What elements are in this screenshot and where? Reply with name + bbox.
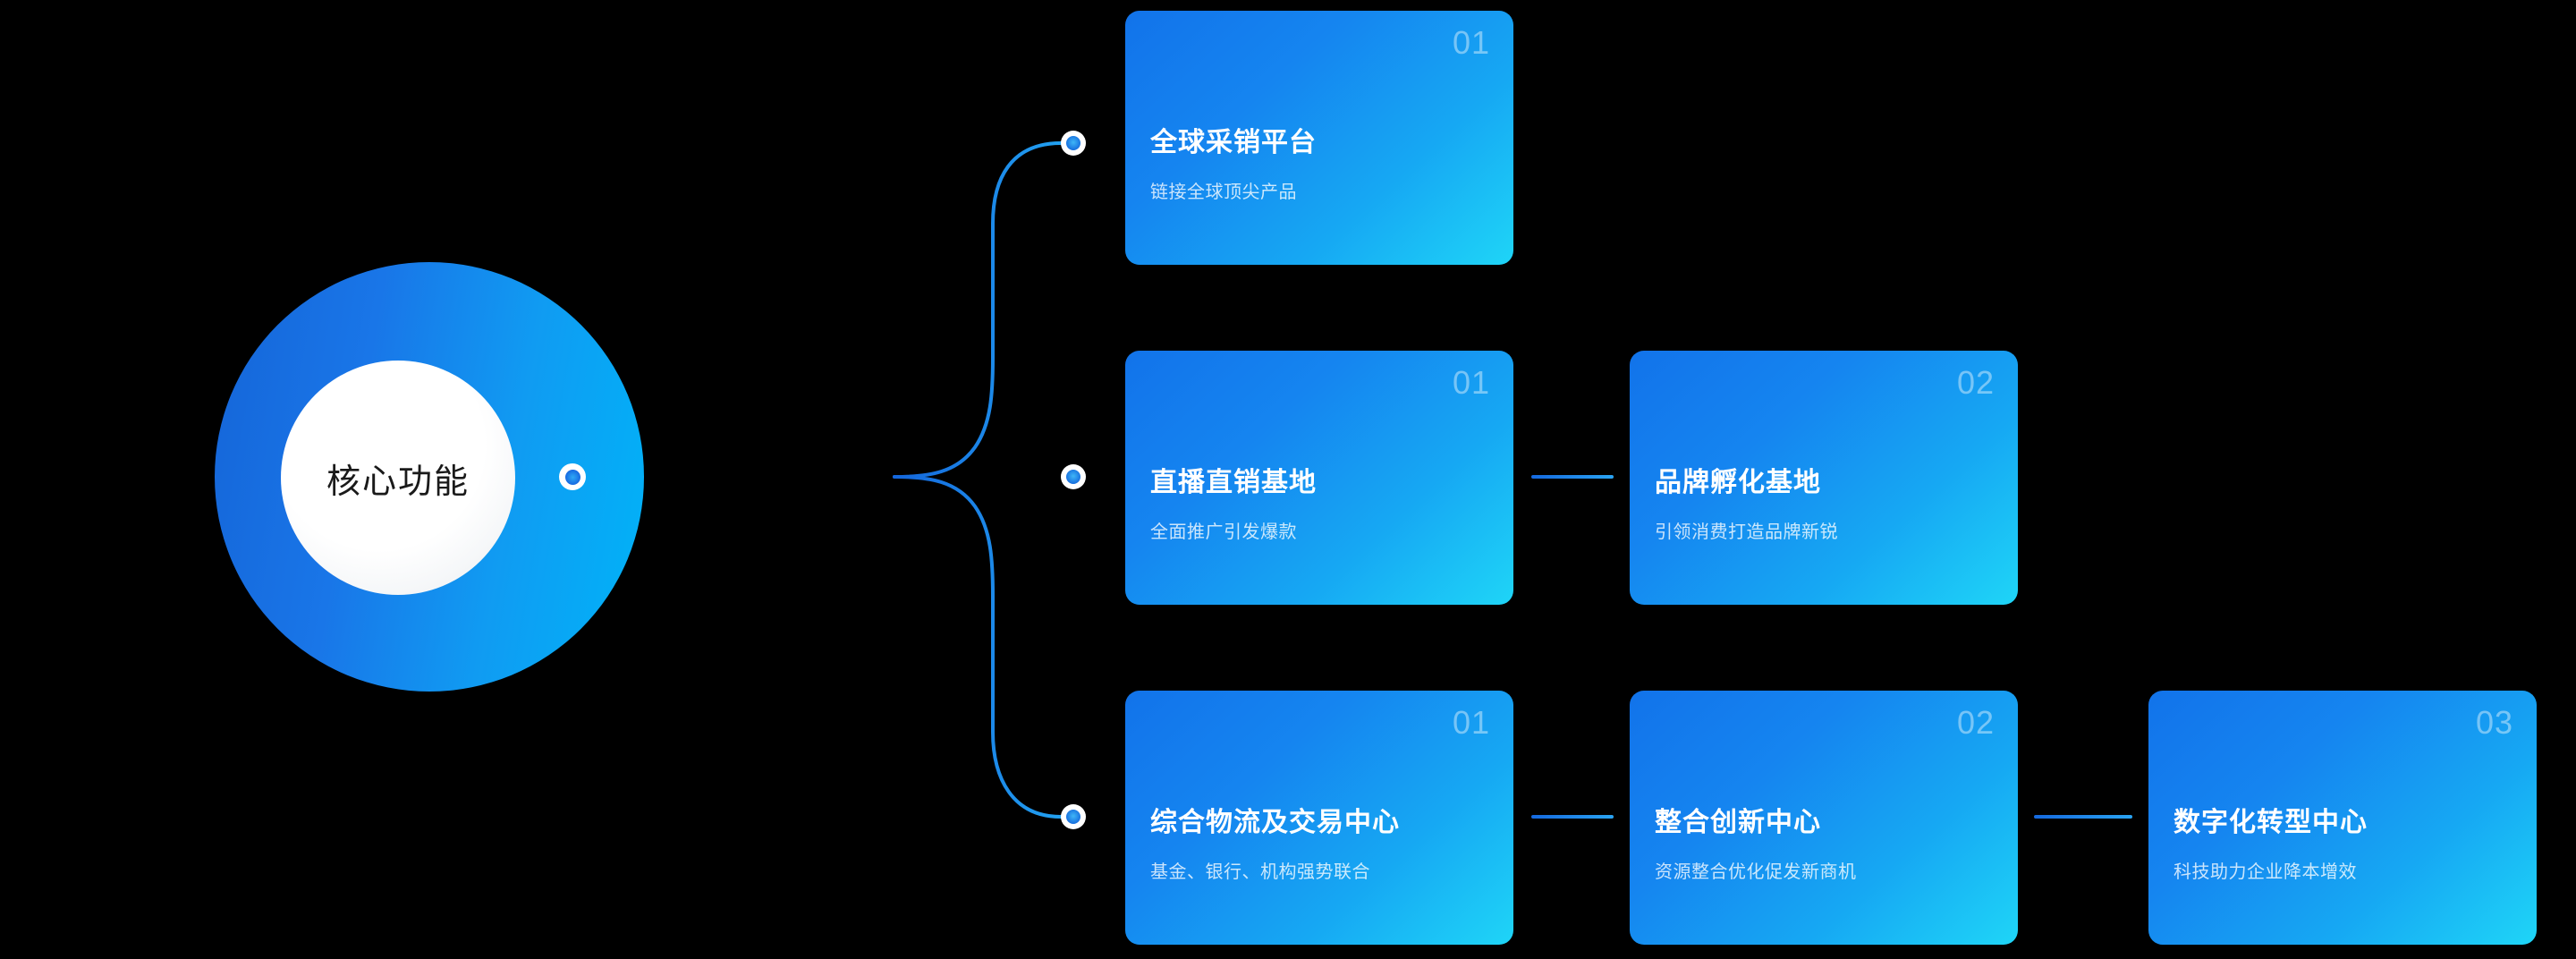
endpoint-dot-row-2[interactable] <box>1061 464 1086 489</box>
feature-card[interactable]: 03 数字化转型中心 科技助力企业降本增效 <box>2148 691 2537 945</box>
card-title: 综合物流及交易中心 <box>1150 808 1400 837</box>
card-number: 01 <box>1452 364 1490 401</box>
branch-to-row-3 <box>893 475 1075 819</box>
card-subtitle: 科技助力企业降本增效 <box>2174 862 2357 882</box>
card-subtitle: 链接全球顶尖产品 <box>1150 182 1297 202</box>
feature-card[interactable]: 01 全球采销平台 链接全球顶尖产品 <box>1125 11 1513 265</box>
connector-node-icon[interactable] <box>559 463 586 490</box>
feature-card[interactable]: 01 直播直销基地 全面推广引发爆款 <box>1125 351 1513 605</box>
hub-inner-disc: 核心功能 <box>281 361 515 595</box>
card-title: 整合创新中心 <box>1655 808 1821 837</box>
card-subtitle: 资源整合优化促发新商机 <box>1655 862 1857 882</box>
card-title: 全球采销平台 <box>1150 128 1317 157</box>
feature-card[interactable]: 02 品牌孵化基地 引领消费打造品牌新锐 <box>1630 351 2018 605</box>
card-title: 直播直销基地 <box>1150 468 1317 497</box>
hub-label: 核心功能 <box>326 463 470 501</box>
link-line-row3-1-2 <box>1531 815 1614 819</box>
endpoint-dot-row-1[interactable] <box>1061 131 1086 156</box>
card-title: 品牌孵化基地 <box>1655 468 1821 497</box>
feature-card[interactable]: 01 综合物流及交易中心 基金、银行、机构强势联合 <box>1125 691 1513 945</box>
card-subtitle: 引领消费打造品牌新锐 <box>1655 522 1838 542</box>
card-number: 02 <box>1956 364 1995 401</box>
branch-to-row-1 <box>893 141 1075 479</box>
card-number: 03 <box>2475 704 2513 741</box>
card-number: 01 <box>1452 24 1490 61</box>
card-number: 02 <box>1956 704 1995 741</box>
card-subtitle: 全面推广引发爆款 <box>1150 522 1297 542</box>
link-line-row3-2-3 <box>2034 815 2132 819</box>
card-number: 01 <box>1452 704 1490 741</box>
card-title: 数字化转型中心 <box>2174 808 2368 837</box>
feature-card[interactable]: 02 整合创新中心 资源整合优化促发新商机 <box>1630 691 2018 945</box>
endpoint-dot-row-3[interactable] <box>1061 804 1086 829</box>
link-line-row2-1-2 <box>1531 475 1614 479</box>
card-subtitle: 基金、银行、机构强势联合 <box>1150 862 1370 882</box>
